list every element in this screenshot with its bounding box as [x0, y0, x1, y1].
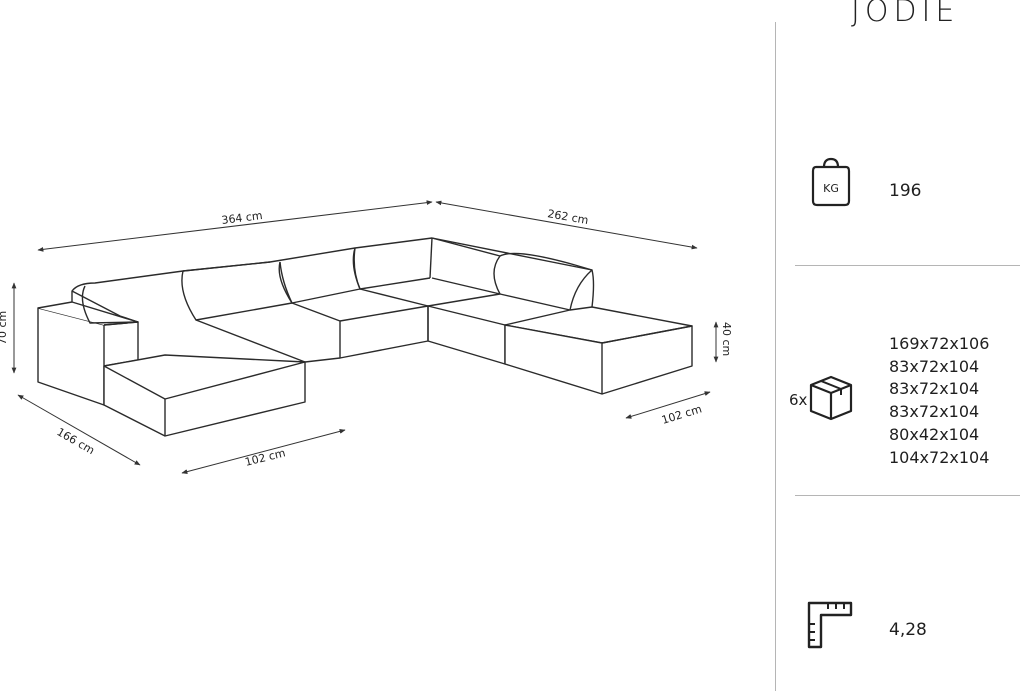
dim-seat-depth-right: 102 cm	[660, 402, 703, 426]
product-title: JODIE	[851, 0, 960, 29]
weight-kg-icon: KG	[810, 155, 852, 207]
package-item: 83x72x104	[889, 379, 980, 399]
package-item: 169x72x106	[889, 334, 990, 353]
weight-icon-label: KG	[823, 182, 839, 195]
dim-seat-height: 40 cm	[720, 322, 733, 356]
dimension-lines	[11, 200, 719, 474]
dim-width-total: 364 cm	[221, 209, 264, 227]
dim-width-right: 262 cm	[546, 207, 589, 227]
box-icon	[808, 373, 854, 421]
volume-value: 4,28	[889, 620, 927, 640]
weight-value: 196	[889, 181, 922, 201]
panel-divider-1	[795, 265, 1020, 266]
panel-divider-2	[795, 495, 1020, 496]
package-item: 83x72x104	[889, 356, 980, 376]
dim-seat-depth-left: 102 cm	[244, 446, 287, 469]
package-item: 80x42x104	[889, 424, 980, 444]
ruler-corner-icon	[806, 600, 854, 650]
package-list: 169x72x106 83x72x104 83x72x104 83x72x104…	[889, 333, 989, 469]
package-item: 104x72x104	[889, 447, 990, 467]
packages-count: 6x	[789, 391, 808, 409]
dim-depth: 166 cm	[55, 425, 97, 457]
dim-height: 70 cm	[0, 311, 9, 345]
sofa-diagram: 364 cm 262 cm 70 cm 166 cm 102 cm 102 cm…	[0, 200, 733, 474]
sofa-outline	[37, 237, 693, 437]
panel-divider-vertical	[775, 22, 776, 691]
package-item: 83x72x104	[889, 402, 980, 422]
